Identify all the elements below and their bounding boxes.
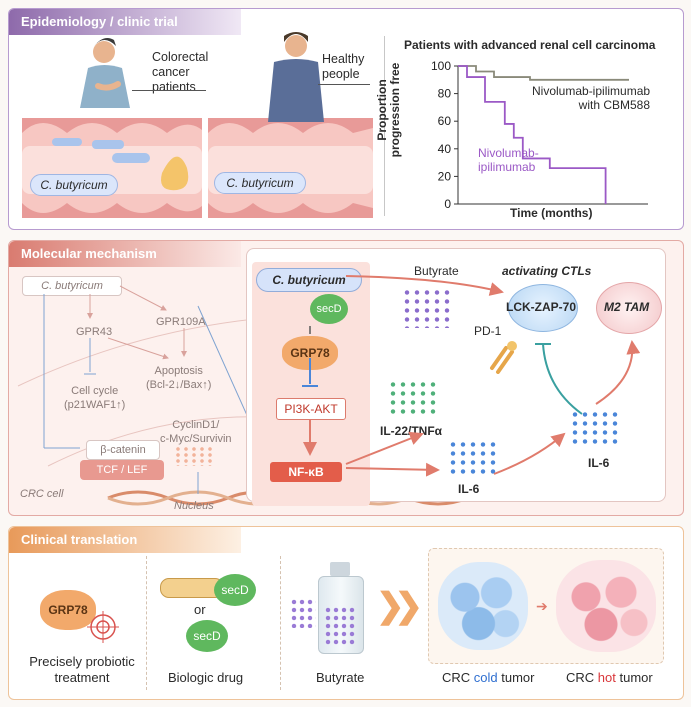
chart-xlabel: Time (months): [510, 206, 593, 220]
cold-tumor-label: CRC cold tumor: [442, 670, 535, 685]
target-icon: [87, 611, 119, 643]
progression-free-chart: 0 20 40 60 80 100: [431, 59, 648, 211]
healthy-person-figure: [268, 32, 324, 122]
c-butyricum-left-box: C. butyricum: [22, 276, 122, 296]
secd-blob: secD: [310, 294, 348, 324]
colorectal-patients-label: Colorectal cancer patients: [152, 50, 209, 94]
secd-blob-2: secD: [186, 620, 228, 652]
butyrate-drug-label: Butyrate: [316, 670, 365, 685]
activating-ctls-label: activating CTLs: [502, 264, 592, 278]
healthy-intestine-illustration: [208, 118, 373, 218]
inner-c-butyricum-pill: C. butyricum: [256, 268, 362, 292]
healthy-people-label: Healthy people: [322, 52, 365, 81]
gpr109a-label: GPR109A: [156, 316, 206, 328]
secd-blob-1: secD: [214, 574, 256, 606]
nf-kb-box: NF-κB: [270, 462, 342, 482]
mechanism-header: Molecular mechanism: [9, 241, 241, 267]
cbm588-series-line: [458, 65, 629, 81]
butyrate-vial: [318, 562, 364, 654]
hot-tumor-cluster: [556, 560, 656, 652]
butyrate-side-dots: [290, 598, 316, 628]
clinical-title: Clinical translation: [21, 532, 138, 547]
crc-cell-label: CRC cell: [20, 488, 64, 500]
nucleus-label: Nucleus: [174, 500, 214, 512]
c-butyricum-badge-patients: C. butyricum: [30, 174, 118, 196]
m2-tam-cell: [596, 282, 662, 334]
y-tick-label: 80: [438, 87, 452, 101]
mechanism-title: Molecular mechanism: [21, 246, 157, 261]
m2-tam-label: M2 TAM: [604, 300, 650, 314]
cyclin-dots: [174, 446, 214, 466]
nivolumab-series-line: [458, 65, 607, 204]
chart-ylabel: Proportion progression free: [375, 62, 402, 158]
or-label: or: [194, 602, 206, 617]
colorectal-patient-figure: [80, 38, 130, 108]
epidemiology-header: Epidemiology / clinic trial: [9, 9, 241, 35]
biologic-drug-label: Biologic drug: [168, 670, 244, 685]
il6-dots-b: [570, 410, 618, 446]
il6-dots-a: [448, 440, 496, 476]
clinical-divider-1: [146, 556, 147, 690]
apoptosis-label: Apoptosis (Bcl-2↓/Bax↑): [146, 365, 212, 391]
hot-word: hot: [597, 670, 616, 685]
y-tick-label: 60: [438, 114, 452, 128]
ctl-cell: [508, 284, 578, 332]
epidemiology-title: Epidemiology / clinic trial: [21, 14, 178, 29]
grp78-target-blob: GRP78: [40, 590, 96, 630]
cold-word: cold: [473, 670, 498, 685]
left-pathway-arrows: [43, 285, 264, 494]
tumor-transition-arrow: ➔: [536, 598, 548, 614]
right-pathway-arrows: [302, 275, 641, 477]
y-tick-label: 100: [431, 59, 451, 73]
y-tick-label: 40: [438, 142, 452, 156]
probiotic-label: Precisely probiotic treatment: [29, 654, 135, 685]
cbm588-series-label: Nivolumab-ipilimumab with CBM588: [532, 84, 651, 112]
panel1-divider: [384, 36, 385, 216]
butyrate-dots: [402, 288, 454, 328]
nivolumab-series-label: Nivolumab- ipilimumab: [478, 146, 539, 174]
y-tick-label: 20: [438, 169, 452, 183]
gpr43-label: GPR43: [76, 326, 113, 338]
patients-label-line: [132, 90, 206, 91]
hot-tumor-label: CRC hot tumor: [566, 670, 653, 685]
il22-dots: [388, 380, 438, 418]
cold-tumor-cluster: [438, 562, 528, 650]
il6-label-a: IL-6: [458, 482, 480, 496]
clinical-divider-2: [280, 556, 281, 690]
pi3k-akt-box: PI3K-AKT: [276, 398, 346, 420]
clinical-header: Clinical translation: [9, 527, 241, 553]
pd1-label: PD-1: [474, 324, 502, 338]
butyrate-label: Butyrate: [414, 264, 459, 278]
c-butyricum-badge-healthy: C. butyricum: [214, 172, 306, 194]
colorectal-intestine-illustration: [22, 118, 202, 218]
il6-label-b: IL-6: [588, 456, 610, 470]
cyclin-label: CyclinD1/ c-Myc/Survivin: [160, 419, 232, 445]
il22-tnfa-label: IL-22/TNFα: [380, 424, 443, 438]
lck-zap70-label: LCK-ZAP-70: [506, 300, 577, 314]
chevron-arrows-icon: ❯❯: [376, 587, 423, 625]
beta-catenin-box: β-catenin: [86, 440, 160, 460]
chart-title: Patients with advanced renal cell carcin…: [404, 38, 656, 52]
y-tick-label: 0: [444, 197, 451, 211]
healthy-label-line: [318, 84, 370, 85]
pd1-receptor-icon: [490, 341, 517, 374]
tcf-lef-box: TCF / LEF: [80, 460, 164, 480]
cell-cycle-label: Cell cycle (p21WAF1↑): [64, 385, 126, 411]
